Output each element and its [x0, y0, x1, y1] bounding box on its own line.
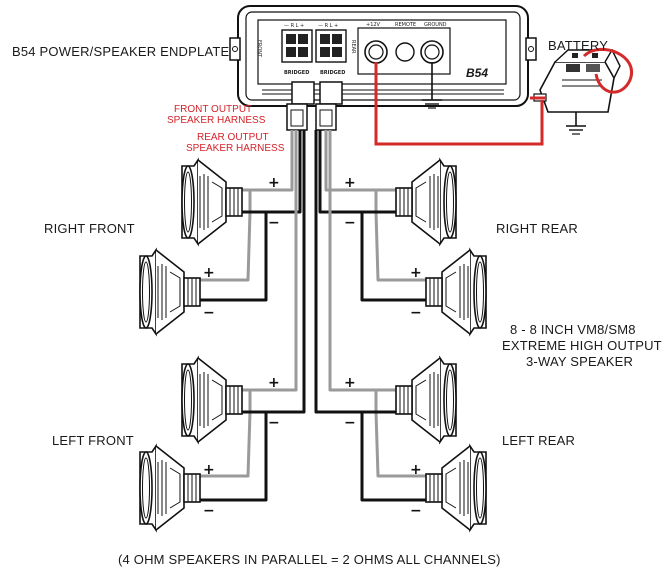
front-label: FRONT — [256, 40, 262, 58]
polarity-minus: − — [268, 415, 280, 431]
left-rear-label: LEFT REAR — [502, 433, 576, 448]
amplifier — [229, 5, 537, 107]
speaker-right-front-top — [181, 159, 243, 245]
front-harness-label-line2: SPEAKER HARNESS — [167, 115, 266, 126]
speaker-desc-line2: EXTREME HIGH OUTPUT — [502, 338, 662, 353]
battery-label: BATTERY — [548, 38, 609, 53]
rear-bridged-label: BRIDGED — [320, 70, 346, 76]
polarity-plus: + — [268, 175, 280, 191]
polarity-minus: − — [410, 503, 422, 519]
terminal-ground-label: GROUND — [424, 22, 447, 28]
polarity-minus: − — [344, 215, 356, 231]
battery-positive-wire — [582, 47, 634, 94]
battery — [533, 49, 621, 113]
rear-harness-wires — [314, 130, 430, 502]
polarity-minus: − — [203, 305, 215, 321]
terminal-remote-label: REMOTE — [395, 22, 417, 28]
polarity-plus: + — [410, 265, 422, 281]
rear-harness-label-line1: REAR OUTPUT — [197, 132, 269, 143]
front-harness-wires — [196, 130, 306, 502]
footer-note: (4 OHM SPEAKERS IN PARALLEL = 2 OHMS ALL… — [118, 552, 501, 567]
speaker-right-rear-bottom — [425, 249, 487, 335]
front-channel-marks: — R L + — [284, 23, 305, 29]
endplate-label: B54 POWER/SPEAKER ENDPLATE — [12, 44, 230, 59]
polarity-minus: − — [268, 215, 280, 231]
front-bridged-label: BRIDGED — [284, 70, 310, 76]
rear-harness-label-line2: SPEAKER HARNESS — [186, 143, 285, 154]
power-wire — [374, 62, 546, 146]
speaker-right-rear-top — [395, 159, 457, 245]
amp-ground — [422, 62, 442, 109]
right-rear-label: RIGHT REAR — [496, 221, 578, 236]
speaker-desc-line1: 8 - 8 INCH VM8/SM8 — [510, 322, 636, 337]
rear-channel-marks: — R L + — [318, 23, 339, 29]
polarity-plus: + — [268, 375, 280, 391]
speaker-left-rear-top — [395, 357, 457, 443]
polarity-plus: + — [344, 375, 356, 391]
polarity-plus: + — [203, 265, 215, 281]
polarity-plus: + — [410, 462, 422, 478]
front-harness-label-line1: FRONT OUTPUT — [174, 104, 253, 115]
speaker-left-front-bottom — [139, 445, 201, 531]
terminal-12v-label: +12V — [366, 22, 380, 28]
left-front-label: LEFT FRONT — [52, 433, 134, 448]
rear-label: REAR — [350, 40, 356, 54]
battery-ground — [566, 112, 586, 135]
polarity-plus: + — [203, 462, 215, 478]
amp-model-label: B54 — [466, 66, 489, 80]
polarity-minus: − — [410, 305, 422, 321]
front-harness-connector — [286, 81, 315, 131]
speaker-left-rear-bottom — [425, 445, 487, 531]
speaker-desc-line3: 3-WAY SPEAKER — [526, 354, 634, 369]
polarity-plus: + — [344, 175, 356, 191]
speaker-right-front-bottom — [139, 249, 201, 335]
polarity-minus: − — [203, 503, 215, 519]
polarity-minus: − — [344, 415, 356, 431]
speaker-left-front-top — [181, 357, 243, 443]
right-front-label: RIGHT FRONT — [44, 221, 135, 236]
